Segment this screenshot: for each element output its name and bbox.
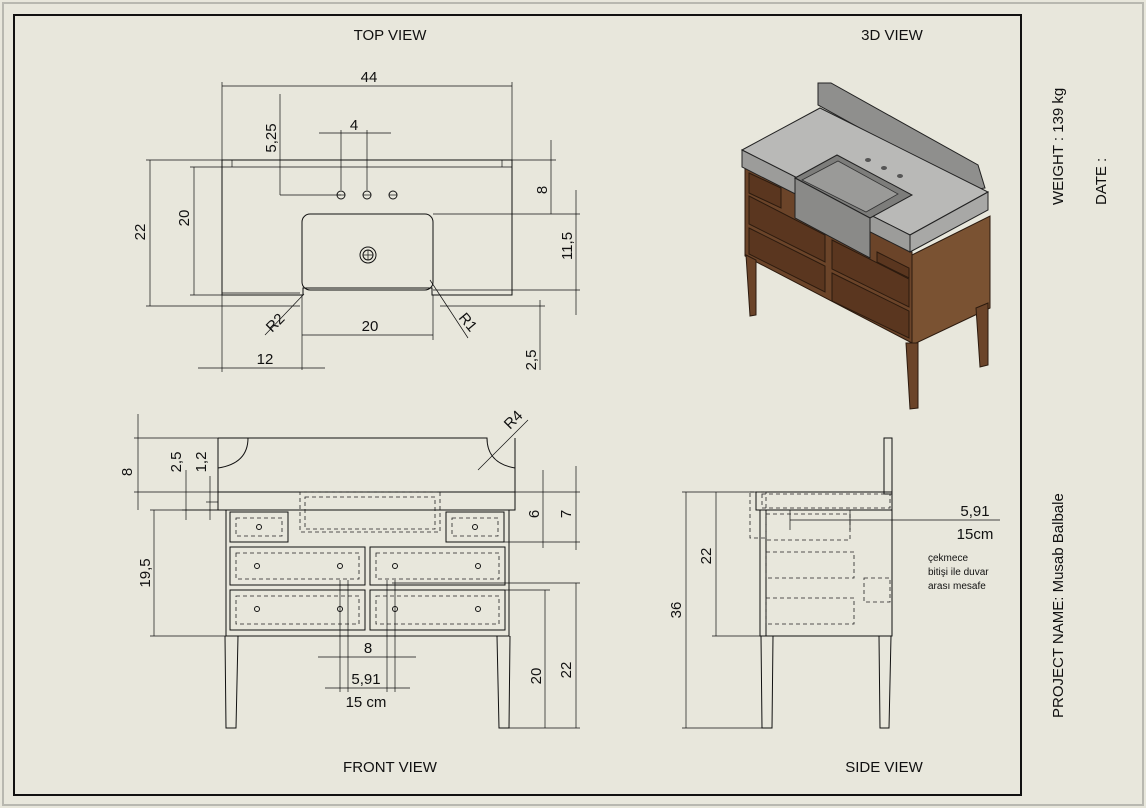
- dim-hole-offset: 5,25: [263, 123, 280, 152]
- dim-backsplash-radius: R4: [501, 407, 527, 433]
- side-view-label: SIDE VIEW: [845, 759, 923, 776]
- note-line-1: çekmece: [928, 553, 968, 564]
- faucet-holes: [336, 190, 398, 200]
- project-name-label: PROJECT NAME: Musab Balbale: [1050, 493, 1067, 718]
- weight-label: WEIGHT : 139 kg: [1050, 88, 1067, 205]
- iso-vanity-illustration: [740, 82, 991, 410]
- drain-icon: [359, 246, 377, 264]
- 3d-view-label: 3D VIEW: [861, 27, 924, 44]
- dim-floor-to-drawer: 22: [558, 662, 575, 679]
- dim-drawer-gap-cm: 15 cm: [346, 694, 387, 711]
- dim-sink-depth: 11,5: [559, 232, 576, 260]
- note-line-3: arası mesafe: [928, 581, 986, 592]
- note-line-2: bitişi ile duvar: [928, 567, 989, 578]
- side-view: 36 22 5,91 15cm çekmece bitişi ile duvar…: [668, 437, 1000, 729]
- date-label: DATE :: [1093, 158, 1110, 205]
- dim-hole-spacing: 4: [350, 117, 358, 134]
- dim-radius-right: R1: [455, 310, 480, 336]
- front-view-label: FRONT VIEW: [343, 759, 438, 776]
- dim-drawer-gap: 5,91: [351, 671, 380, 688]
- dim-top-thickness: 2,5: [168, 452, 185, 473]
- dim-back-to-sink: 8: [534, 186, 551, 194]
- countertop-outline: [221, 159, 513, 296]
- dim-lip: 1,2: [193, 452, 210, 473]
- dim-upper-drawer-gap: 7: [558, 510, 575, 518]
- dim-wall-gap: 5,91: [960, 503, 989, 520]
- dim-backsplash-height: 8: [119, 468, 136, 476]
- dim-overall-height: 36: [668, 602, 685, 619]
- dim-upper-drawer: 6: [526, 510, 543, 518]
- dim-overall-width: 44: [361, 69, 378, 86]
- dim-drawer-spacing: 8: [364, 640, 372, 657]
- dim-depth-outer: 22: [132, 224, 149, 241]
- sink-bowl: [301, 213, 434, 291]
- front-view: 8 2,5 1,2 19,5 R4 6 7 20 22 8: [119, 407, 580, 729]
- dim-leg-height: 20: [528, 668, 545, 685]
- dim-body-height: 22: [698, 548, 715, 565]
- top-view-label: TOP VIEW: [354, 27, 428, 44]
- top-view: 44 5,25 4 22 20 8 11,5 2,5 20: [132, 69, 580, 372]
- dim-sink-width: 20: [362, 318, 379, 335]
- dim-cabinet-height: 19,5: [137, 558, 154, 587]
- dim-wall-gap-cm: 15cm: [957, 526, 994, 543]
- dim-depth-inner: 20: [176, 210, 193, 227]
- drawing-frame: [13, 14, 1022, 796]
- dim-front-gap: 2,5: [523, 350, 540, 371]
- dim-left-offset: 12: [257, 351, 274, 368]
